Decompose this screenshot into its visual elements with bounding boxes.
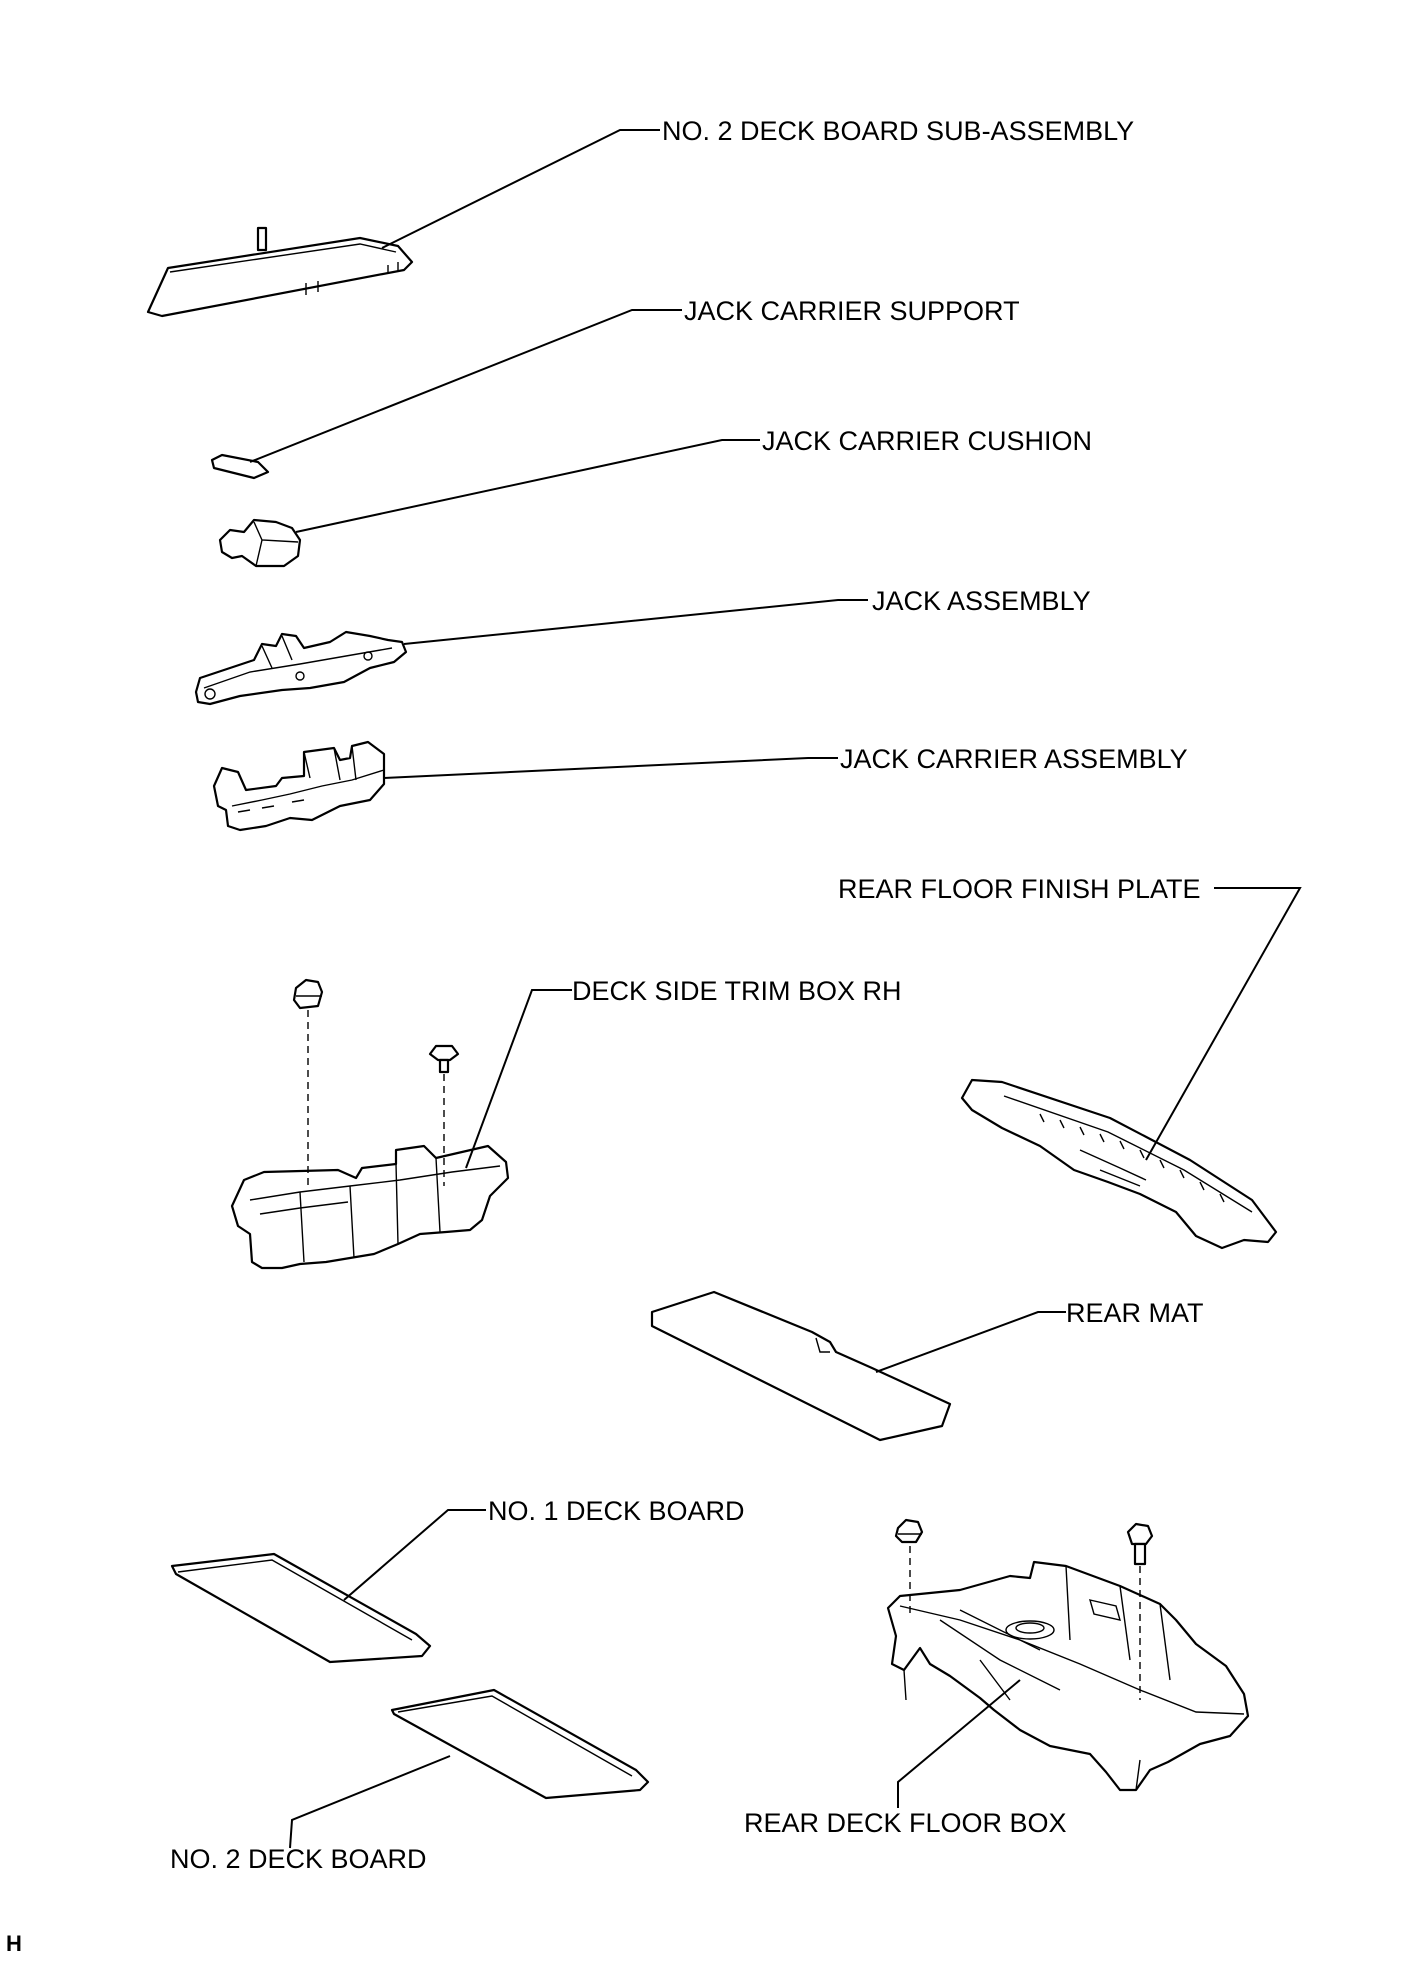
nut-part [292, 978, 324, 1010]
floor-box-bolt-part [1126, 1522, 1154, 1566]
jack-carrier-support-part [210, 453, 270, 480]
no2-deck-board-sub-assembly-part [146, 226, 414, 318]
label-jack-carrier-cushion: JACK CARRIER CUSHION [762, 426, 1092, 456]
label-no2-deck-board-sub-assembly: NO. 2 DECK BOARD SUB-ASSEMBLY [662, 116, 1134, 146]
label-deck-side-trim-box-rh: DECK SIDE TRIM BOX RH [572, 976, 902, 1006]
no2-deck-board-part [390, 1688, 650, 1800]
deck-side-trim-box-rh-part [230, 1144, 510, 1270]
leader-rear-mat [875, 1311, 1066, 1373]
rear-deck-floor-box-part [886, 1560, 1250, 1792]
label-no2-deck-board: NO. 2 DECK BOARD [170, 1844, 427, 1874]
rear-mat-part [650, 1290, 952, 1442]
leader-jack-assembly [403, 599, 868, 645]
jack-carrier-assembly-part [212, 740, 386, 832]
label-rear-mat: REAR MAT [1066, 1298, 1204, 1328]
leader-jack-carrier-assembly [383, 757, 838, 779]
rear-floor-finish-plate-part [960, 1078, 1278, 1250]
leader-no1-deck-board [343, 1509, 486, 1601]
leader-jack-carrier-support [249, 309, 682, 463]
leader-no2-deck-board-sub-assembly [381, 129, 660, 249]
leader-jack-carrier-cushion [295, 439, 760, 533]
label-jack-carrier-support: JACK CARRIER SUPPORT [684, 296, 1020, 326]
leader-rear-floor-finish-plate [1145, 887, 1302, 1161]
leader-no2-deck-board [289, 1755, 451, 1849]
floor-box-nut-part [894, 1518, 924, 1544]
clip-part [428, 1044, 460, 1074]
label-jack-carrier-assembly: JACK CARRIER ASSEMBLY [840, 744, 1188, 774]
leader-deck-side-trim-box-rh [465, 989, 572, 1169]
label-rear-floor-finish-plate: REAR FLOOR FINISH PLATE [838, 874, 1201, 904]
corner-mark: H [6, 1931, 22, 1956]
jack-carrier-cushion-part [218, 518, 302, 568]
leader-rear-deck-floor-box [897, 1679, 1021, 1808]
label-no1-deck-board: NO. 1 DECK BOARD [488, 1496, 745, 1526]
label-jack-assembly: JACK ASSEMBLY [872, 586, 1091, 616]
no1-deck-board-part [170, 1552, 432, 1664]
jack-assembly-part [194, 630, 408, 706]
label-rear-deck-floor-box: REAR DECK FLOOR BOX [744, 1808, 1067, 1838]
